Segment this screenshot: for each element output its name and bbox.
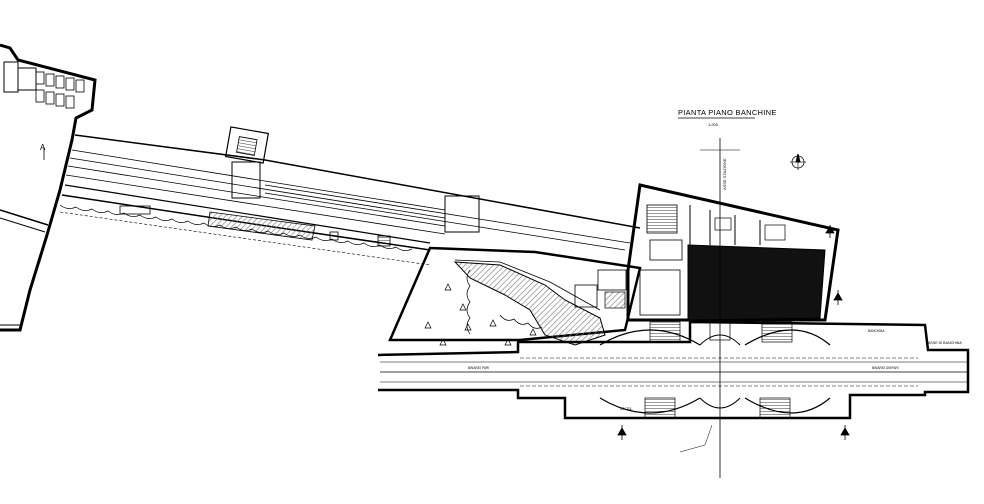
- svg-text:A: A: [40, 143, 46, 152]
- station-building: [574, 183, 840, 322]
- north-arrow-icon: [790, 153, 806, 170]
- existing-building: A: [0, 43, 97, 332]
- connection-tunnel: [59, 126, 641, 266]
- garden-area: [388, 246, 642, 346]
- binario-dispari-label: BINARIO DISPARI: [872, 366, 899, 370]
- section-marker-icon: [617, 225, 850, 440]
- binario-pari-label: BINARIO PARI: [468, 366, 489, 370]
- station-axis: [700, 138, 740, 478]
- uscita-label: USCITA: [620, 407, 632, 411]
- tree-icon: [424, 283, 537, 346]
- platform-level: [377, 320, 970, 420]
- asse-banchine-label: ASSE DI BANCHINA: [928, 341, 962, 345]
- vent-shaft: [224, 126, 270, 164]
- drawing-title-block: PIANTA PIANO BANCHINE 1:200: [678, 108, 777, 127]
- tree-line: [59, 204, 413, 251]
- banchina-label: BANCHINA: [868, 329, 885, 333]
- drawing-scale: 1:200: [708, 122, 719, 127]
- drawing-title: PIANTA PIANO BANCHINE: [678, 108, 777, 117]
- entrance-ramp: [453, 261, 606, 346]
- axis-labels: ASSE STAZIONE ASSE DI BANCHINA BINARIO P…: [468, 158, 962, 411]
- asse-stazione-label: ASSE STAZIONE: [722, 158, 727, 190]
